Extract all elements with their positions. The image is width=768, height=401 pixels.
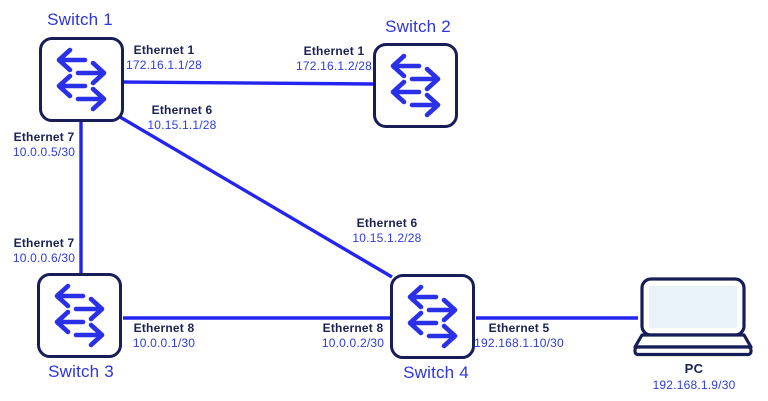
switch2-title: Switch 2	[385, 17, 451, 36]
link-switch1-switch2	[122, 80, 375, 86]
interface-ip: 10.0.0.1/30	[132, 336, 196, 350]
pc-node	[633, 277, 753, 357]
interface-name: Ethernet 8	[322, 321, 384, 335]
switch-icon	[407, 284, 458, 349]
interface-label-switch3-eth8: Ethernet 8 10.0.0.1/30	[133, 321, 195, 351]
interface-label-switch1-eth7: Ethernet 7 10.0.0.5/30	[13, 130, 75, 160]
switch3-node	[37, 273, 122, 358]
interface-name: Ethernet 5	[488, 321, 550, 335]
interface-ip: 172.16.1.1/28	[125, 58, 203, 72]
interface-label-switch4-eth6: Ethernet 6 10.15.1.2/28	[352, 216, 421, 246]
switch3-title: Switch 3	[48, 362, 114, 381]
interface-ip: 192.168.1.10/30	[474, 336, 564, 350]
interface-name: Ethernet 1	[133, 43, 195, 57]
switch1-title: Switch 1	[47, 10, 113, 29]
pc-ip: 192.168.1.9/30	[652, 378, 736, 392]
switch-icon	[390, 53, 441, 118]
switch-icon	[54, 283, 105, 348]
interface-ip: 10.0.0.6/30	[12, 251, 76, 265]
interface-name: Ethernet 6	[356, 216, 418, 230]
interface-label-switch1-eth1: Ethernet 1 172.16.1.1/28	[126, 43, 202, 73]
interface-ip: 10.15.1.2/28	[352, 231, 422, 245]
interface-name: Ethernet 6	[151, 103, 213, 117]
interface-ip: 10.15.1.1/28	[147, 118, 217, 132]
interface-name: Ethernet 8	[133, 321, 195, 335]
interface-name: Ethernet 7	[13, 130, 75, 144]
interface-label-switch4-eth8: Ethernet 8 10.0.0.2/30	[322, 321, 384, 351]
switch4-title: Switch 4	[403, 363, 469, 382]
interface-ip: 10.0.0.2/30	[321, 336, 385, 350]
interface-ip: 172.16.1.2/28	[295, 59, 373, 73]
switch-icon	[56, 47, 107, 112]
link-switch1-switch4	[119, 115, 393, 279]
interface-label-switch2-eth1: Ethernet 1 172.16.1.2/28	[296, 44, 372, 74]
pc-label: PC 192.168.1.9/30	[653, 361, 736, 393]
interface-label-switch4-eth5: Ethernet 5 192.168.1.10/30	[474, 321, 564, 351]
interface-name: Ethernet 7	[13, 236, 75, 250]
interface-label-switch3-eth7: Ethernet 7 10.0.0.6/30	[13, 236, 75, 266]
switch2-node	[373, 43, 458, 128]
interface-ip: 10.0.0.5/30	[12, 145, 76, 159]
pc-name: PC	[684, 361, 704, 376]
interface-name: Ethernet 1	[303, 44, 365, 58]
interface-label-switch1-eth6: Ethernet 6 10.15.1.1/28	[147, 103, 216, 133]
switch1-node	[39, 37, 124, 122]
laptop-icon	[633, 277, 753, 357]
switch4-node	[390, 274, 475, 359]
